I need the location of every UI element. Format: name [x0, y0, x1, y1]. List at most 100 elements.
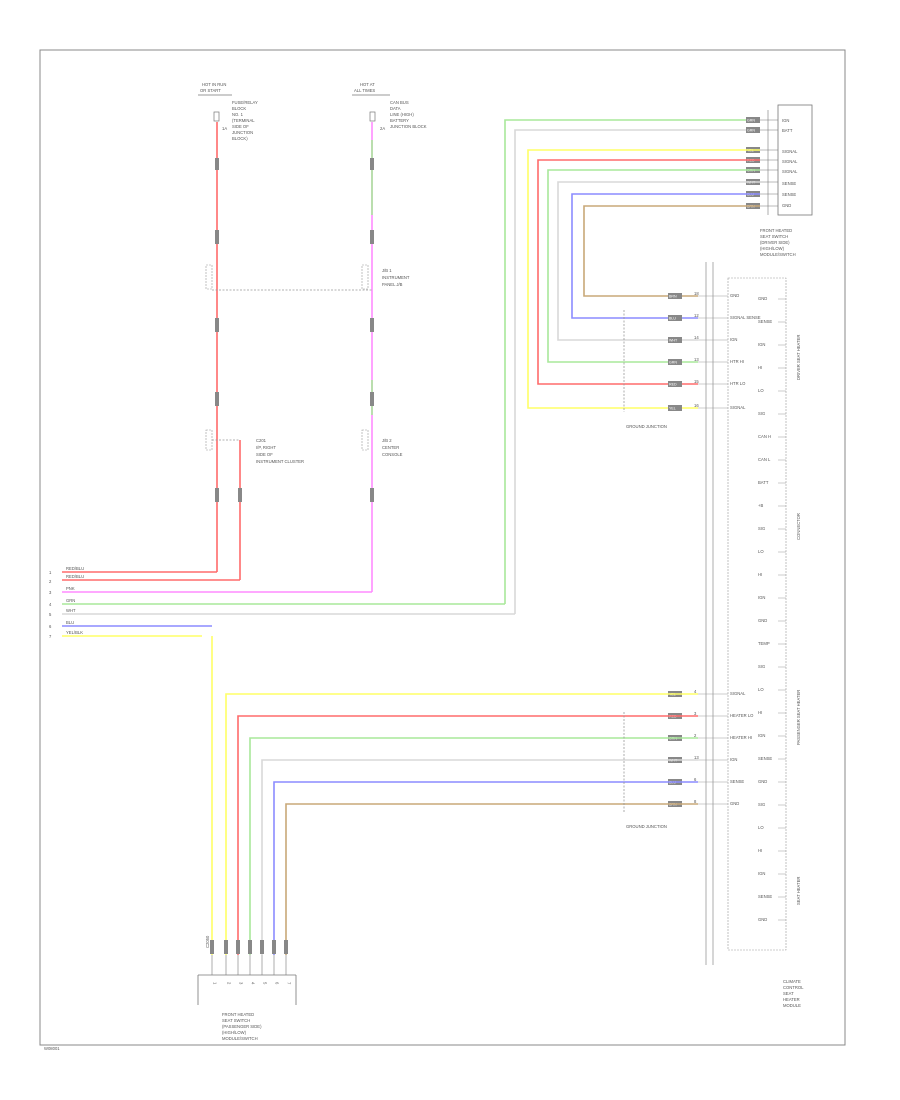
module-right-label: +B	[758, 503, 763, 508]
module-right-label: SIG	[758, 526, 765, 531]
splice-left-3: INSTRUMENT CLUSTER	[256, 459, 304, 464]
trc-caption-3: (HIGH/LOW)	[760, 246, 785, 251]
module-caption-2: SEAT	[783, 991, 794, 996]
module-wire-label: RED	[669, 383, 677, 387]
module-pin: 2	[694, 733, 697, 738]
module-pin: 18	[694, 291, 699, 296]
module-caption-3: HEATER	[783, 997, 800, 1002]
splice-right-2: CONSOLE	[382, 452, 403, 457]
fuse-right-title-0: HOT AT	[360, 82, 375, 87]
module-right-label: LO	[758, 687, 764, 692]
splice-top: J/B 1 INSTRUMENT PANEL J/B	[205, 264, 410, 291]
group2-ground-label: GROUND JUNCTION	[626, 824, 667, 829]
bc-pin: 1	[213, 982, 218, 985]
module-pin: 16	[694, 403, 699, 408]
trc-wire-tag	[746, 127, 760, 133]
module-right-label: HI	[758, 848, 762, 853]
harness-pin-6: 7	[49, 634, 52, 639]
bc-wire-tag	[260, 940, 264, 954]
module-pin-label: HEATER HI	[730, 735, 752, 740]
module-pin-label: HEATER LO	[730, 713, 754, 718]
module-pin-label: SENSE	[730, 779, 744, 784]
harness-pin-3: 4	[49, 602, 52, 607]
bc-pin: 6	[275, 982, 280, 985]
harness-pin-2: 3	[49, 590, 52, 595]
trc-label-3: SIGNAL	[782, 159, 798, 164]
module-right-label: SENSE	[758, 894, 772, 899]
trc-wire-tag	[746, 117, 760, 123]
trc-label-1: BATT	[782, 128, 793, 133]
splice-left: C201 I/P, RIGHT SIDE OF INSTRUMENT CLUST…	[205, 429, 304, 464]
bc-wire-tag	[248, 940, 252, 954]
module-right-label: IGN	[758, 342, 765, 347]
module-pin-label: IGN	[730, 337, 737, 342]
module-right-label: CAN L	[758, 457, 771, 462]
module-pin: 14	[694, 335, 699, 340]
bc-pin: 7	[287, 982, 292, 985]
harness-pin-4: 5	[49, 612, 52, 617]
bc-wire-tag	[236, 940, 240, 954]
trc-label-6: SENSE	[782, 192, 796, 197]
splice-right-0: J/B 2	[382, 438, 392, 443]
bc-wire-tag	[284, 940, 288, 954]
harness-pin-0: 1	[49, 570, 52, 575]
module-right-label: GND	[758, 917, 767, 922]
module-wire-tag	[668, 405, 682, 411]
harness-pin-5: 6	[49, 624, 52, 629]
trc-caption-1: SEAT SWITCH	[760, 234, 788, 239]
trc-caption-0: FRONT HEATED	[760, 228, 792, 233]
module-right-label: SIG	[758, 802, 765, 807]
fuse-left-desc-2: NO. 1	[232, 112, 244, 117]
right-wire-tags	[370, 158, 374, 502]
module-pin-label: SIGNAL	[730, 405, 746, 410]
module-right-label: GND	[758, 779, 767, 784]
left-harness: 1 2 3 4 5 6 7 RED/BLU RED/BLU PNK GRN WH…	[49, 566, 515, 639]
splice-top-2: PANEL J/B	[382, 282, 403, 287]
module-pin: 12	[694, 313, 699, 318]
harness-pin-1: 2	[49, 579, 52, 584]
module-right-label: IGN	[758, 733, 765, 738]
module-right-label: LO	[758, 549, 764, 554]
module-right-label: SENSE	[758, 756, 772, 761]
fuse-right-desc-2: LINE (HIGH)	[390, 112, 414, 117]
module-wire-label: BLU	[669, 317, 676, 321]
bc-pin: 3	[239, 982, 244, 985]
module-section-3: SEAT HEATER	[796, 877, 801, 905]
module-pin: 8	[694, 799, 697, 804]
splice-right-1: CENTER	[382, 445, 399, 450]
module-caption-0: CLIMATE	[783, 979, 801, 984]
module-right-label: LO	[758, 388, 764, 393]
top-feed-wires	[504, 119, 760, 614]
module-caption-1: CONTROL	[783, 985, 804, 990]
module-right-label: GND	[758, 618, 767, 623]
splice-left-2: SIDE OF	[256, 452, 273, 457]
fuse-right: HOT AT ALL TIMES CAN BUS DATA LINE (HIGH…	[352, 82, 427, 131]
module-right-label: IGN	[758, 871, 765, 876]
module-right-label: SIG	[758, 664, 765, 669]
fuse-left-desc-4: SIDE OF	[232, 124, 249, 129]
figure-id: W08001	[44, 1046, 60, 1051]
fuse-left-desc-0: FUSE/RELAY	[232, 100, 258, 105]
module-wire-label: WHT	[669, 339, 678, 343]
splice-top-1: INSTRUMENT	[382, 275, 410, 280]
splice-left-1: I/P, RIGHT	[256, 445, 276, 450]
module-pin: 3	[694, 711, 697, 716]
harness-wire-6: YEL/BLK	[66, 630, 83, 635]
splice-right: J/B 2 CENTER CONSOLE	[361, 429, 403, 457]
module-pin: 13	[694, 755, 699, 760]
fuse-right-title-1: ALL TIMES	[354, 88, 375, 93]
module-wire-tag	[668, 359, 682, 365]
trc-label-0: IGN	[782, 118, 789, 123]
module-right-label: TEMP	[758, 641, 770, 646]
bc-caption-2: (PASSENGER SIDE)	[222, 1024, 262, 1029]
fuse-left-desc-1: BLOCK	[232, 106, 246, 111]
bc-pin: 4	[251, 982, 256, 985]
trc-label-2: SIGNAL	[782, 149, 798, 154]
module-right-label: SENSE	[758, 319, 772, 324]
fuse-right-desc-1: DATA	[390, 106, 401, 111]
bottom-connector-label: C2050	[205, 935, 210, 948]
